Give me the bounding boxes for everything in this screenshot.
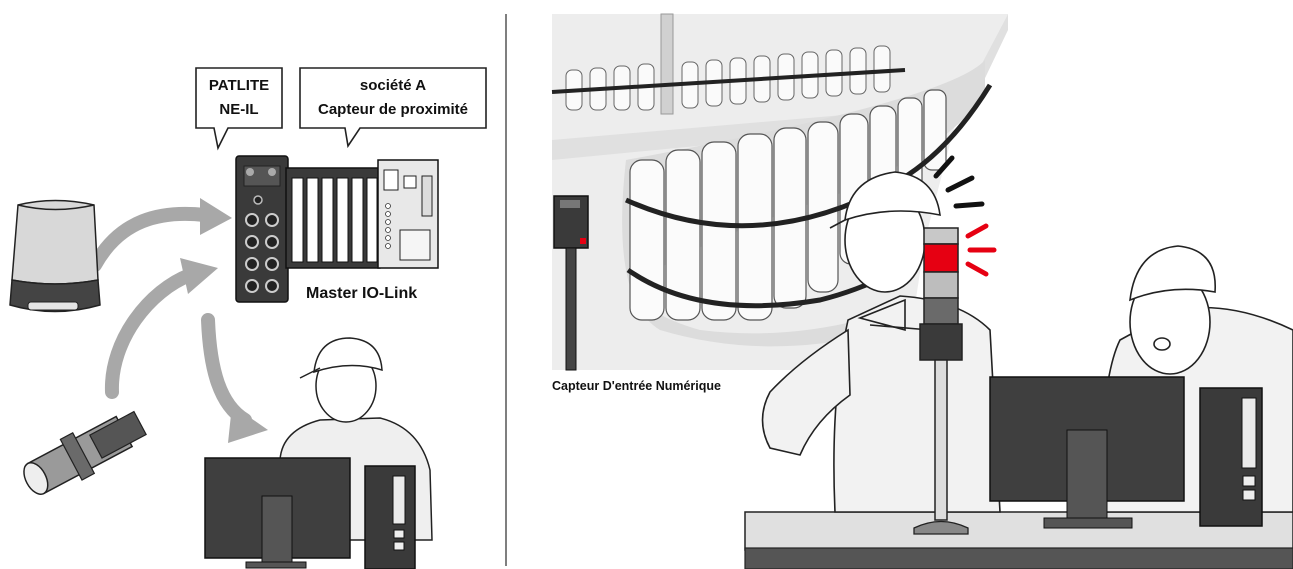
arrow-light-to-master <box>95 214 205 265</box>
digital-sensor-label: Capteur D'entrée Numérique <box>552 379 721 393</box>
right-panel: Capteur D'entrée Numérique <box>552 14 1293 569</box>
arrow-master-to-pc-head <box>228 405 268 443</box>
plc-icon <box>286 160 438 268</box>
callout-patlite: PATLITE NE-IL <box>196 68 282 148</box>
arrow-sensor-to-master-head <box>180 258 218 294</box>
callout-patlite-line2: NE-IL <box>219 101 258 118</box>
arrow-light-to-master-head <box>200 198 232 235</box>
left-panel: PATLITE NE-IL société A Capteur de proxi… <box>10 68 486 569</box>
callout-company-line1: société A <box>360 77 426 94</box>
callout-patlite-line1: PATLITE <box>209 77 269 94</box>
io-link-master-icon <box>236 156 288 302</box>
pc-tower-icon <box>365 466 415 569</box>
pc-tower-icon <box>1200 388 1262 526</box>
callout-company-line2: Capteur de proximité <box>318 101 468 118</box>
callout-company: société A Capteur de proximité <box>300 68 486 146</box>
master-label: Master IO-Link <box>306 285 417 302</box>
arrow-master-to-pc <box>208 320 245 420</box>
signal-tower-icon <box>10 201 100 312</box>
proximity-sensor-icon <box>16 403 151 504</box>
monitor-icon <box>205 458 350 568</box>
arrow-sensor-to-master <box>112 275 190 392</box>
